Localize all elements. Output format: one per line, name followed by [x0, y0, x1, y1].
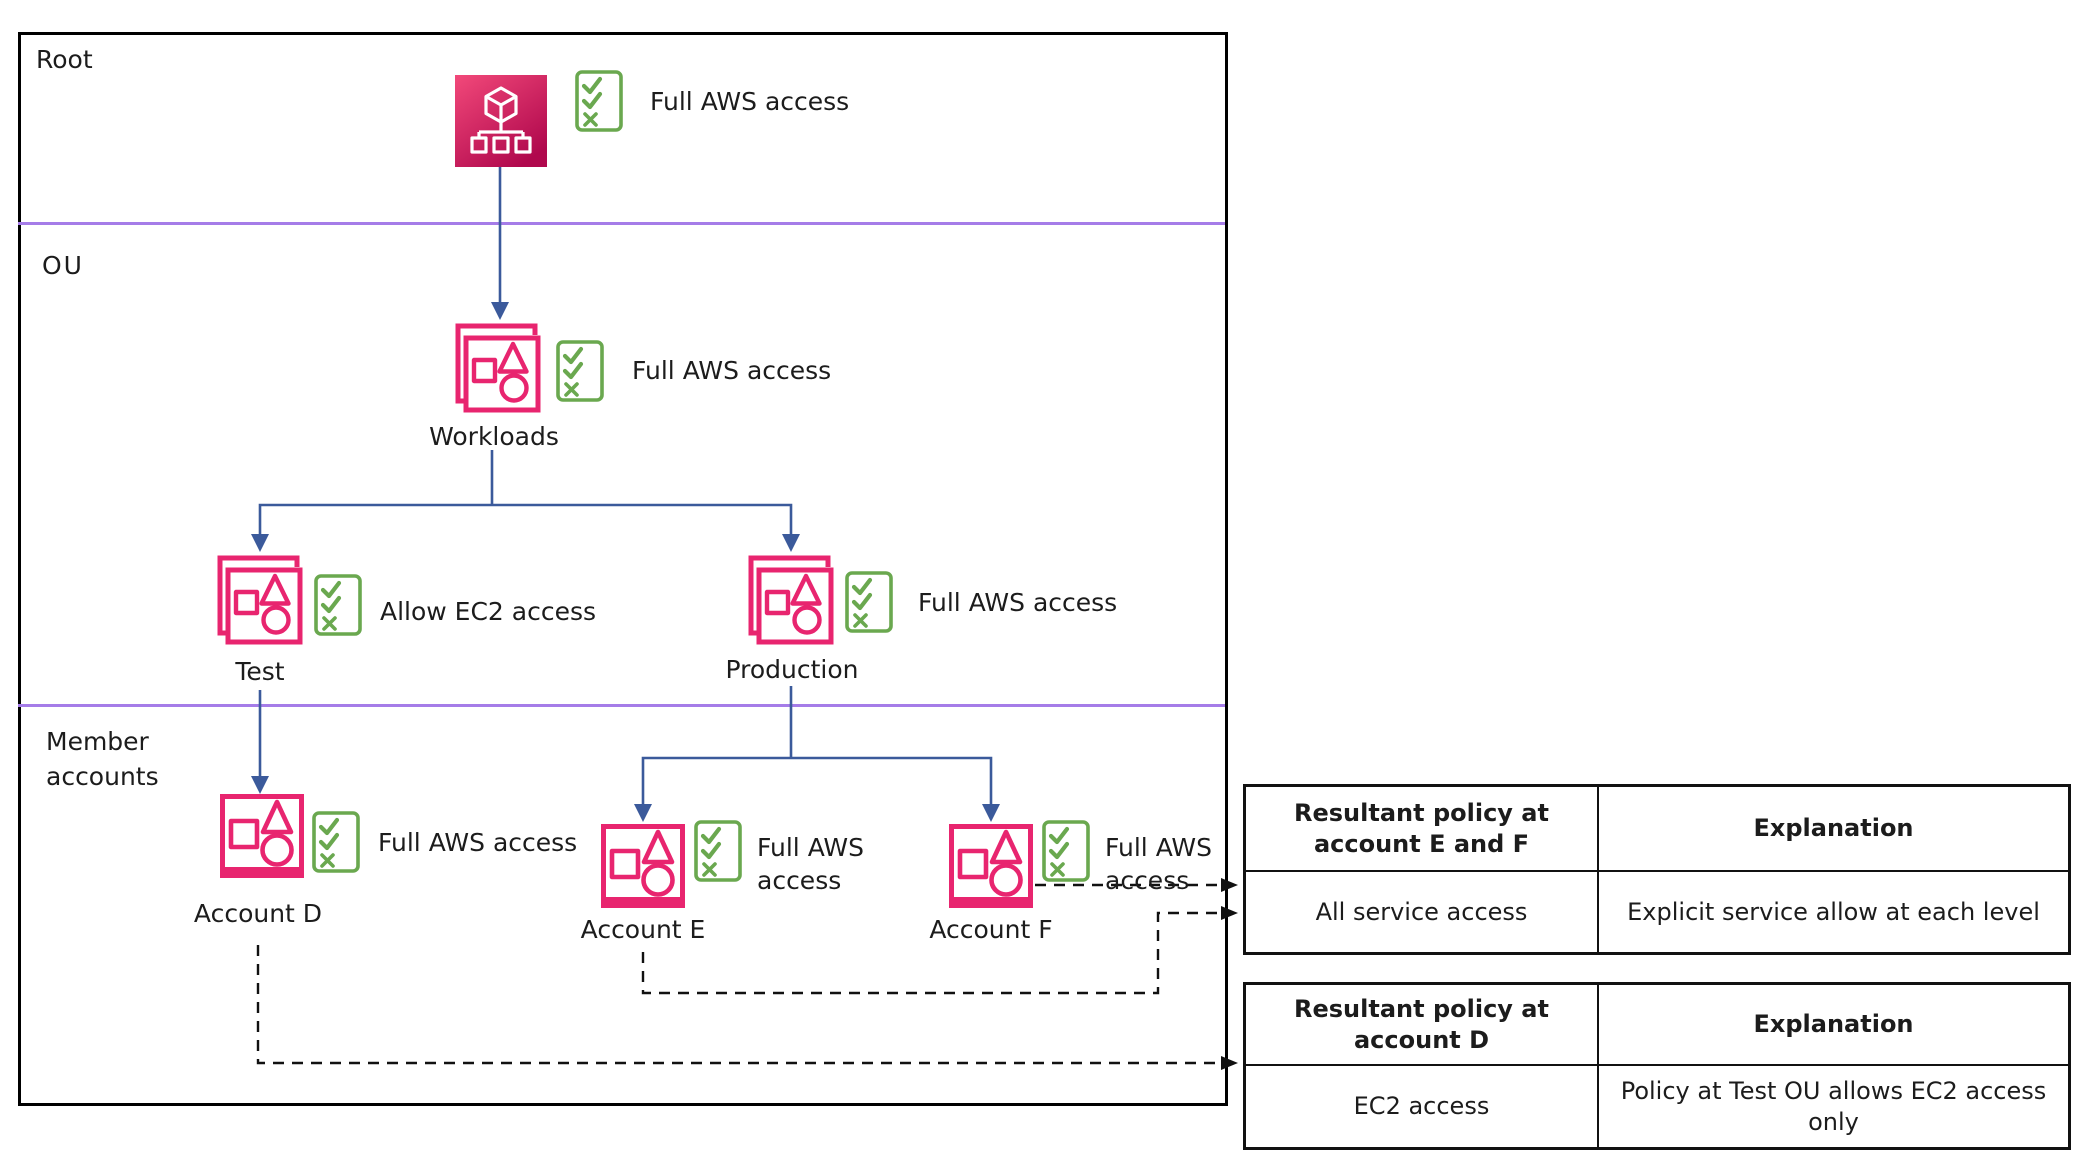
policy-checklist-icon: [314, 574, 362, 640]
account-e-name: Account E: [580, 915, 706, 944]
section-label-member-accounts: Member accounts: [46, 727, 159, 791]
dashed-result-lines: [256, 883, 1220, 1065]
black-arrowheads: [1221, 878, 1238, 1070]
organizations-icon: [455, 75, 547, 171]
blue-arrowheads: [251, 302, 1000, 822]
organizational-unit-icon: [746, 553, 836, 649]
account-f-name: Account F: [929, 915, 1053, 944]
table-header-cell: Explanation: [1598, 786, 2069, 871]
workloads-policy-label: Full AWS access: [632, 356, 832, 385]
table-header-cell: Resultant policy at account D: [1245, 984, 1598, 1065]
section-divider-root-ou: [18, 222, 1225, 225]
account-d-policy-label: Full AWS access: [378, 828, 578, 857]
account-f-policy-label: Full AWS access: [1105, 833, 1213, 895]
policy-checklist-icon: [556, 340, 604, 406]
table-cell: Explicit service allow at each level: [1598, 871, 2069, 953]
root-policy-label: Full AWS access: [650, 87, 850, 116]
table-header-cell: Explanation: [1598, 984, 2069, 1065]
account-icon: [949, 824, 1033, 912]
account-icon: [601, 824, 685, 912]
organizational-unit-icon: [453, 321, 543, 417]
policy-checklist-icon: [845, 571, 893, 637]
table-header-cell: Resultant policy at account E and F: [1245, 786, 1598, 871]
organization-boundary-box: [18, 32, 1228, 1106]
section-label-ou: OU: [42, 251, 84, 280]
section-divider-ou-member: [18, 704, 1225, 707]
resultant-policy-table-ef: Resultant policy at account E and F Expl…: [1243, 784, 2071, 955]
table-cell: All service access: [1245, 871, 1598, 953]
production-ou-name: Production: [725, 655, 859, 684]
test-policy-label: Allow EC2 access: [380, 597, 597, 626]
account-e-policy-label: Full AWS access: [757, 833, 865, 895]
resultant-policy-table-d: Resultant policy at account D Explanatio…: [1243, 982, 2071, 1150]
solid-tree-lines: [258, 167, 993, 804]
policy-checklist-icon: [694, 820, 742, 886]
organizational-unit-icon: [215, 553, 305, 649]
policy-checklist-icon: [312, 811, 360, 877]
account-icon: [220, 794, 304, 882]
section-label-root: Root: [36, 45, 93, 74]
test-ou-name: Test: [235, 657, 285, 686]
policy-checklist-icon: [575, 70, 623, 136]
policy-checklist-icon: [1042, 820, 1090, 886]
workloads-ou-name: Workloads: [429, 422, 559, 451]
account-d-name: Account D: [193, 899, 323, 928]
table-cell: EC2 access: [1245, 1065, 1598, 1148]
table-cell: Policy at Test OU allows EC2 access only: [1598, 1065, 2069, 1148]
production-policy-label: Full AWS access: [918, 588, 1118, 617]
